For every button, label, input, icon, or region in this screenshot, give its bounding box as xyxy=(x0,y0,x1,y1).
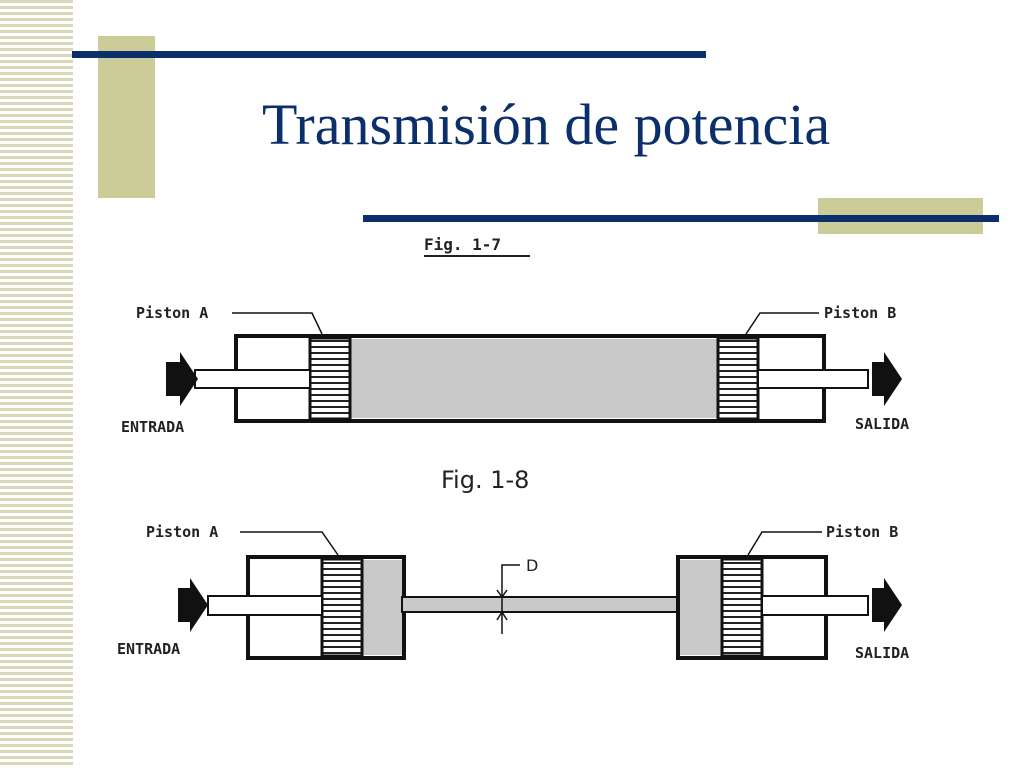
title-rule-top xyxy=(72,51,706,58)
fig-8-piston-b xyxy=(720,557,764,658)
fig-7-piston-a xyxy=(308,336,352,421)
fig-8-caption: Fig. 1-8 xyxy=(441,466,529,494)
fig-7-piston-b xyxy=(716,336,760,421)
slide-title: Transmisión de potencia xyxy=(262,92,831,157)
fig-7-output-arrow-icon xyxy=(872,352,902,406)
fig-8-dimension-label: D xyxy=(526,556,538,575)
fig-8-rod-a xyxy=(207,595,323,616)
fig-7-leader-b xyxy=(745,312,819,335)
fig-8-piston-b-label: Piston B xyxy=(826,523,898,541)
fig-7-leader-a xyxy=(232,312,323,335)
fig-8-output-arrow-icon xyxy=(872,578,902,632)
fig-8-output-label: SALIDA xyxy=(855,644,909,662)
figure-1-8: Fig. 1-8 D Piston A Piston B ENTRADA SAL… xyxy=(117,466,909,662)
fig-8-leader-b xyxy=(747,531,822,556)
fig-8-piston-a xyxy=(320,557,364,658)
decorative-stripes xyxy=(0,0,73,768)
fig-7-caption: Fig. 1-7 xyxy=(424,235,501,254)
figure-1-7: Fig. 1-7 Piston A Piston B ENTRADA SALID… xyxy=(121,235,909,436)
fig-8-pipe xyxy=(401,596,681,613)
fig-8-rod-b xyxy=(761,595,869,616)
fig-8-input-arrow-icon xyxy=(178,578,208,632)
fig-7-rod-b xyxy=(757,369,869,389)
fig-7-output-label: SALIDA xyxy=(855,415,909,433)
fig-8-leader-a xyxy=(240,531,339,556)
fig-7-piston-b-label: Piston B xyxy=(824,304,896,322)
fig-8-fluid-b xyxy=(680,560,722,655)
fig-7-input-arrow-icon xyxy=(166,352,198,406)
fig-8-input-label: ENTRADA xyxy=(117,640,180,658)
fig-7-piston-a-label: Piston A xyxy=(136,304,208,322)
fig-8-dimension-arrow-bottom-icon xyxy=(496,610,508,621)
fig-7-rod-a xyxy=(194,369,311,389)
fig-8-dimension-arrow-top-icon xyxy=(496,589,508,599)
accent-block-left xyxy=(98,36,155,198)
fig-7-input-label: ENTRADA xyxy=(121,418,184,436)
fig-8-dimension-leader xyxy=(501,564,520,580)
fig-8-fluid-a xyxy=(362,560,402,655)
fig-8-piston-a-label: Piston A xyxy=(146,523,218,541)
fig-7-fluid xyxy=(350,339,718,418)
title-rule-bottom xyxy=(363,215,999,222)
